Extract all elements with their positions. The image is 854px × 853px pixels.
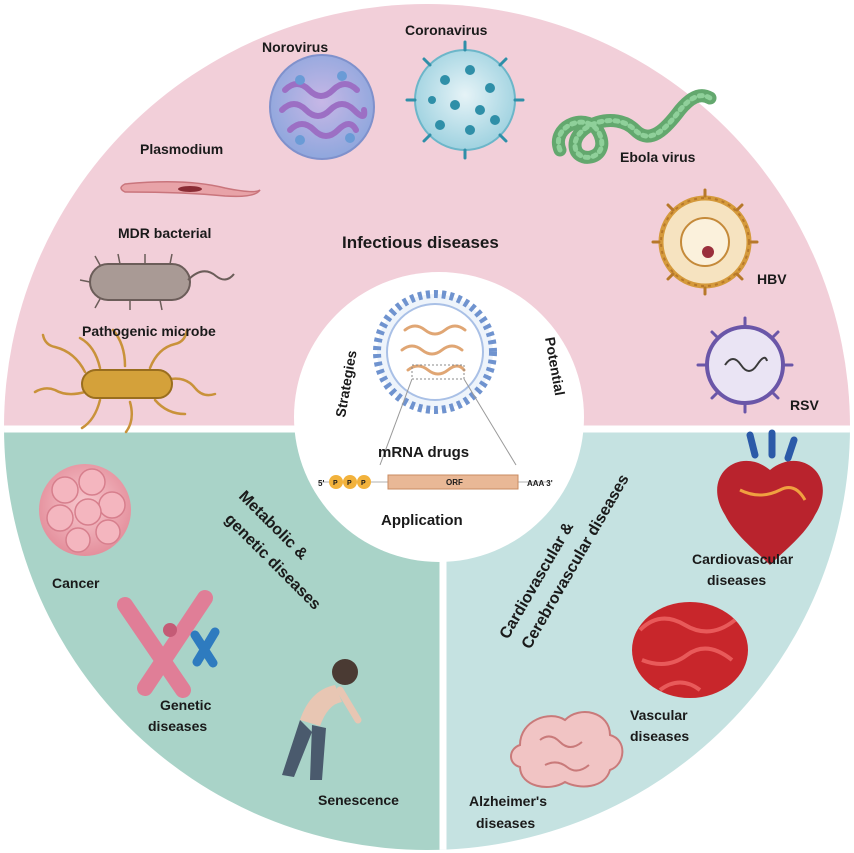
cap-p2-label: P	[347, 480, 352, 487]
mdr-bacterial-icon	[79, 253, 235, 311]
application-label: Application	[381, 512, 463, 529]
ebola-virus-label: Ebola virus	[620, 149, 696, 165]
cardiovascular-label-line2: diseases	[707, 572, 766, 588]
alzheimers-label-line2: diseases	[476, 815, 535, 831]
coronavirus-label: Coronavirus	[405, 22, 488, 38]
cancer-icon	[39, 464, 131, 556]
infectious-diseases-title: Infectious diseases	[342, 233, 499, 252]
chromosome-icon	[117, 590, 220, 698]
norovirus-icon	[269, 54, 375, 160]
cap-p3	[357, 475, 371, 489]
watermark-text: 知乎 @金斯瑞生物	[618, 809, 776, 831]
plasmodium-label: Plasmodium	[140, 141, 223, 157]
mrna-construct: 5' P P P ORF AAA 3'	[318, 474, 553, 490]
rsv-icon	[696, 316, 794, 414]
senescence-label: Senescence	[318, 792, 399, 808]
cancer-label: Cancer	[52, 575, 100, 591]
vascular-label-line2: diseases	[630, 728, 689, 744]
vascular-label-line1: Vascular	[630, 707, 688, 723]
cardiovascular-label-line1: Cardiovascular	[692, 551, 794, 567]
cap-p2	[343, 475, 357, 489]
rsv-label: RSV	[790, 397, 819, 413]
cap-p1	[329, 475, 343, 489]
hbv-label: HBV	[757, 271, 787, 287]
ebola-virus-icon	[551, 89, 717, 164]
heart-icon	[717, 429, 823, 565]
pathogenic-microbe-icon	[33, 328, 217, 434]
hbv-icon	[651, 188, 759, 296]
cap-p1-label: P	[333, 480, 338, 487]
alzheimers-label-line1: Alzheimer's	[469, 793, 547, 809]
lipid-nanoparticle-icon	[373, 290, 497, 414]
plasmodium-icon	[120, 181, 261, 198]
mdr-bacterial-label: MDR bacterial	[118, 225, 211, 241]
center-panel: 5' P P P ORF AAA 3' mRNA drugs Applicati…	[294, 272, 584, 562]
orf-label: ORF	[446, 478, 463, 487]
orf-box	[387, 474, 519, 490]
mrna-drugs-title: mRNA drugs	[378, 444, 469, 461]
genetic-label-line1: Genetic	[160, 697, 212, 713]
brain-icon	[510, 711, 624, 788]
senescence-person-icon	[282, 659, 362, 780]
coronavirus-icon	[405, 40, 525, 160]
genetic-label-line2: diseases	[148, 718, 207, 734]
vascular-icon	[632, 602, 748, 698]
pathogenic-microbe-label: Pathogenic microbe	[82, 323, 216, 339]
norovirus-label: Norovirus	[262, 39, 328, 55]
tail-label: AAA 3'	[527, 479, 553, 488]
five-prime-label: 5'	[318, 479, 324, 488]
cap-p3-label: P	[361, 480, 366, 487]
